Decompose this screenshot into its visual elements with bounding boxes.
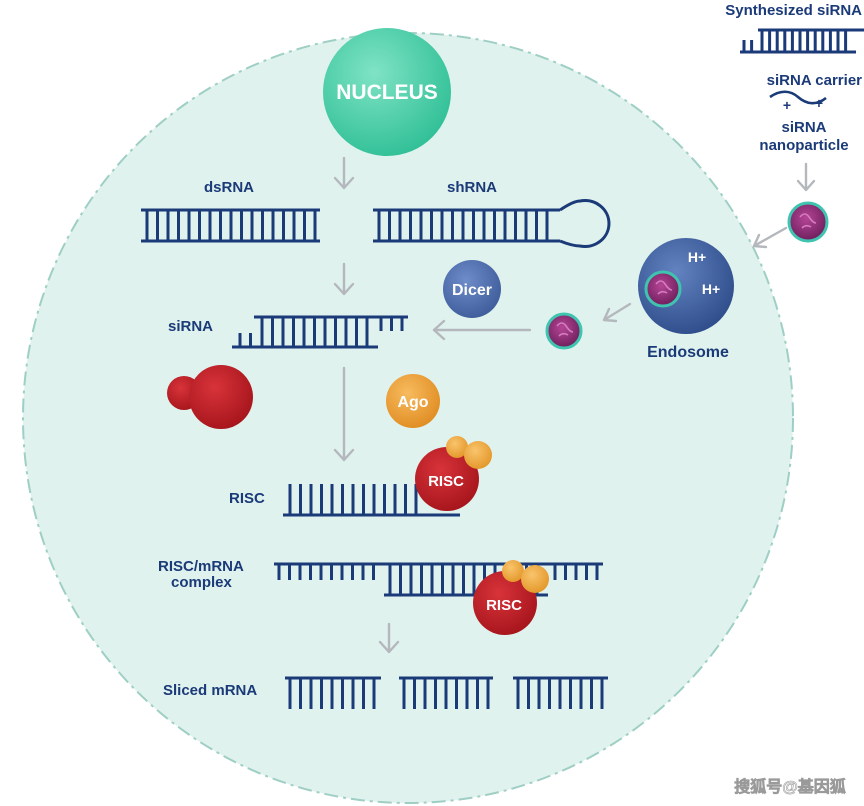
incoming-nanoparticle-circle <box>787 201 829 243</box>
arrow-endosome-to-sirna <box>432 319 532 341</box>
dicer-label: Dicer <box>452 282 492 299</box>
risc-mrna-complex-label: RISC <box>486 597 522 614</box>
h-plus-1: H+ <box>688 249 706 265</box>
sliced-mrna-fragments <box>285 676 608 709</box>
dicer-enzyme: Dicer <box>443 260 501 318</box>
risc-mrna-ago-bead-2 <box>521 565 549 593</box>
carrier-wave <box>769 90 827 105</box>
released-nanoparticle-circle <box>545 312 583 350</box>
arrow-nucleus-to-dsrna <box>333 156 355 190</box>
incoming-nanoparticle-strand <box>799 213 817 229</box>
sirna-label: siRNA <box>168 318 213 335</box>
arrow-dsrna-to-sirna <box>333 262 355 296</box>
endosome-circle <box>638 238 734 334</box>
risc-protein-unbound <box>167 365 253 429</box>
sirna-carrier-label: siRNA carrier <box>767 72 862 89</box>
nucleus: NUCLEUS <box>323 28 451 156</box>
sirna-strand <box>232 315 408 349</box>
released-nanoparticle <box>545 312 583 350</box>
watermark: 搜狐号@基因狐 <box>734 777 846 796</box>
synthesized-sirna-label: Synthesized siRNA <box>725 2 862 19</box>
ago-circle <box>386 374 440 428</box>
arrow-sirna-to-risc <box>333 366 355 462</box>
released-nanoparticle-strand <box>556 322 574 337</box>
risc-mrna-label-line2: complex <box>171 574 233 591</box>
endosome-label: Endosome <box>647 344 729 361</box>
risc-protein-large-lobe <box>189 365 253 429</box>
risc-complex: RISC <box>415 436 492 511</box>
arrow-complex-to-sliced <box>378 622 400 654</box>
arrow-carrier-to-nanoparticle <box>796 162 816 192</box>
ago-protein: Ago <box>386 374 440 428</box>
risc-strand <box>283 484 460 517</box>
risc-mrna-body <box>473 571 537 635</box>
nucleus-circle <box>323 28 451 156</box>
arrow-nanoparticle-to-endosome <box>752 226 788 249</box>
risc-ago-bead-1 <box>446 436 468 458</box>
shrna-strand <box>373 199 611 248</box>
carrier-plus-2: + <box>815 95 823 111</box>
risc-row-label: RISC <box>229 490 265 507</box>
risc-complex-label: RISC <box>428 473 464 490</box>
synthesized-sirna-strand <box>740 28 864 54</box>
carrier-plus-1: + <box>783 97 791 113</box>
dsrna-label: dsRNA <box>204 179 254 196</box>
arrow-endosome-to-release <box>602 302 632 323</box>
nanoparticle-label-line1: siRNA <box>781 119 826 136</box>
endosome-nanoparticle-ring <box>644 270 682 308</box>
risc-ago-bead-2 <box>464 441 492 469</box>
pathway-arrows <box>333 156 816 654</box>
endosome-nanoparticle-strand <box>655 280 673 295</box>
dsrna-strand <box>141 208 320 243</box>
ago-label: Ago <box>397 394 428 411</box>
sirna-carrier-icon: + + <box>769 90 827 113</box>
dicer-circle <box>443 260 501 318</box>
nucleus-label: NUCLEUS <box>336 81 438 104</box>
shrna-label: shRNA <box>447 179 497 196</box>
risc-complex-body <box>415 447 479 511</box>
risc-mrna-ago-bead-1 <box>502 560 524 582</box>
endosome: H+ H+ Endosome <box>638 238 734 361</box>
sliced-mrna-label: Sliced mRNA <box>163 682 257 699</box>
risc-mrna-label-line1: RISC/mRNA <box>158 558 244 575</box>
nanoparticle-label-line2: nanoparticle <box>759 137 848 154</box>
risc-mrna-complex: RISC <box>473 560 549 635</box>
h-plus-2: H+ <box>702 281 720 297</box>
incoming-nanoparticle <box>787 201 829 243</box>
